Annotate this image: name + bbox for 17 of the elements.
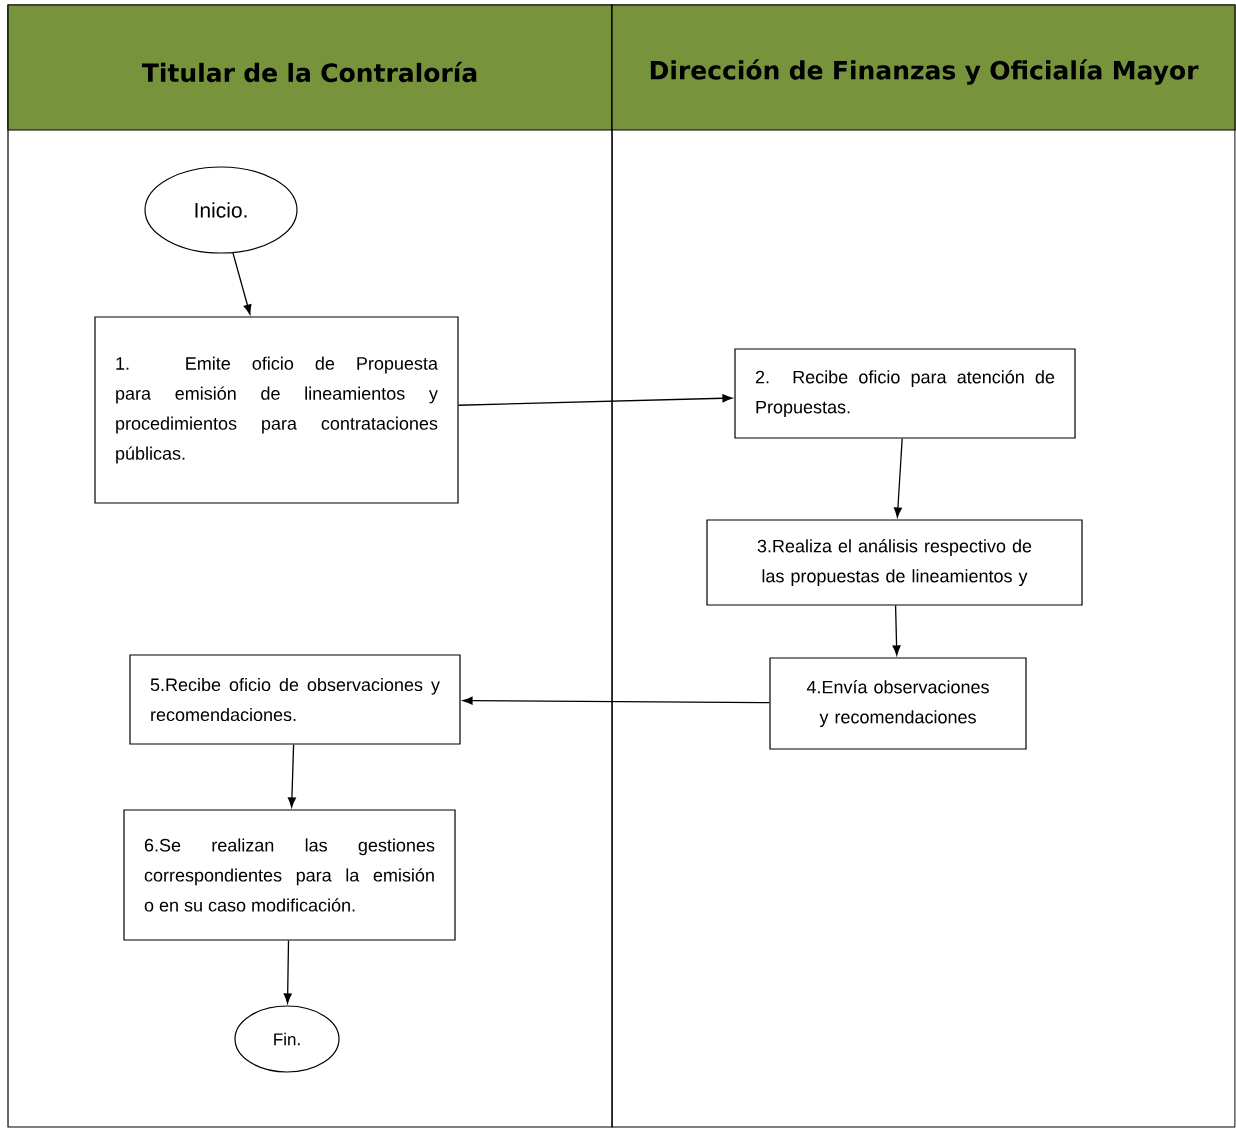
arrow xyxy=(232,252,252,315)
arrow xyxy=(283,939,292,1004)
process-box: 1. Emite oficio de Propuesta para emisión de lineamientos y procedimientos para contrataciones públicas. xyxy=(94,316,459,504)
process-box: 5.Recibe oficio de observaciones y recomendaciones. xyxy=(129,654,461,745)
lane-header: Titular de la Contraloría xyxy=(7,4,613,131)
arrow xyxy=(893,437,903,518)
arrow xyxy=(287,743,296,808)
arrow xyxy=(457,394,733,406)
process-box: 2. Recibe oficio para atención de Propuestas. xyxy=(734,348,1076,439)
lane-header: Dirección de Finanzas y Oficialía Mayor xyxy=(611,4,1236,131)
process-box: 6.Se realizan las gestiones correspondientes para la emisión o en su caso modificación. xyxy=(123,809,456,941)
process-box: 4.Envía observaciones y recomendaciones xyxy=(769,657,1027,750)
arrow xyxy=(462,696,771,705)
swimlane xyxy=(611,4,1236,1128)
process-box: 3.Realiza el análisis respectivo de las propuestas de lineamientos y xyxy=(706,519,1083,606)
swimlane xyxy=(7,4,613,1128)
arrow xyxy=(892,604,901,656)
